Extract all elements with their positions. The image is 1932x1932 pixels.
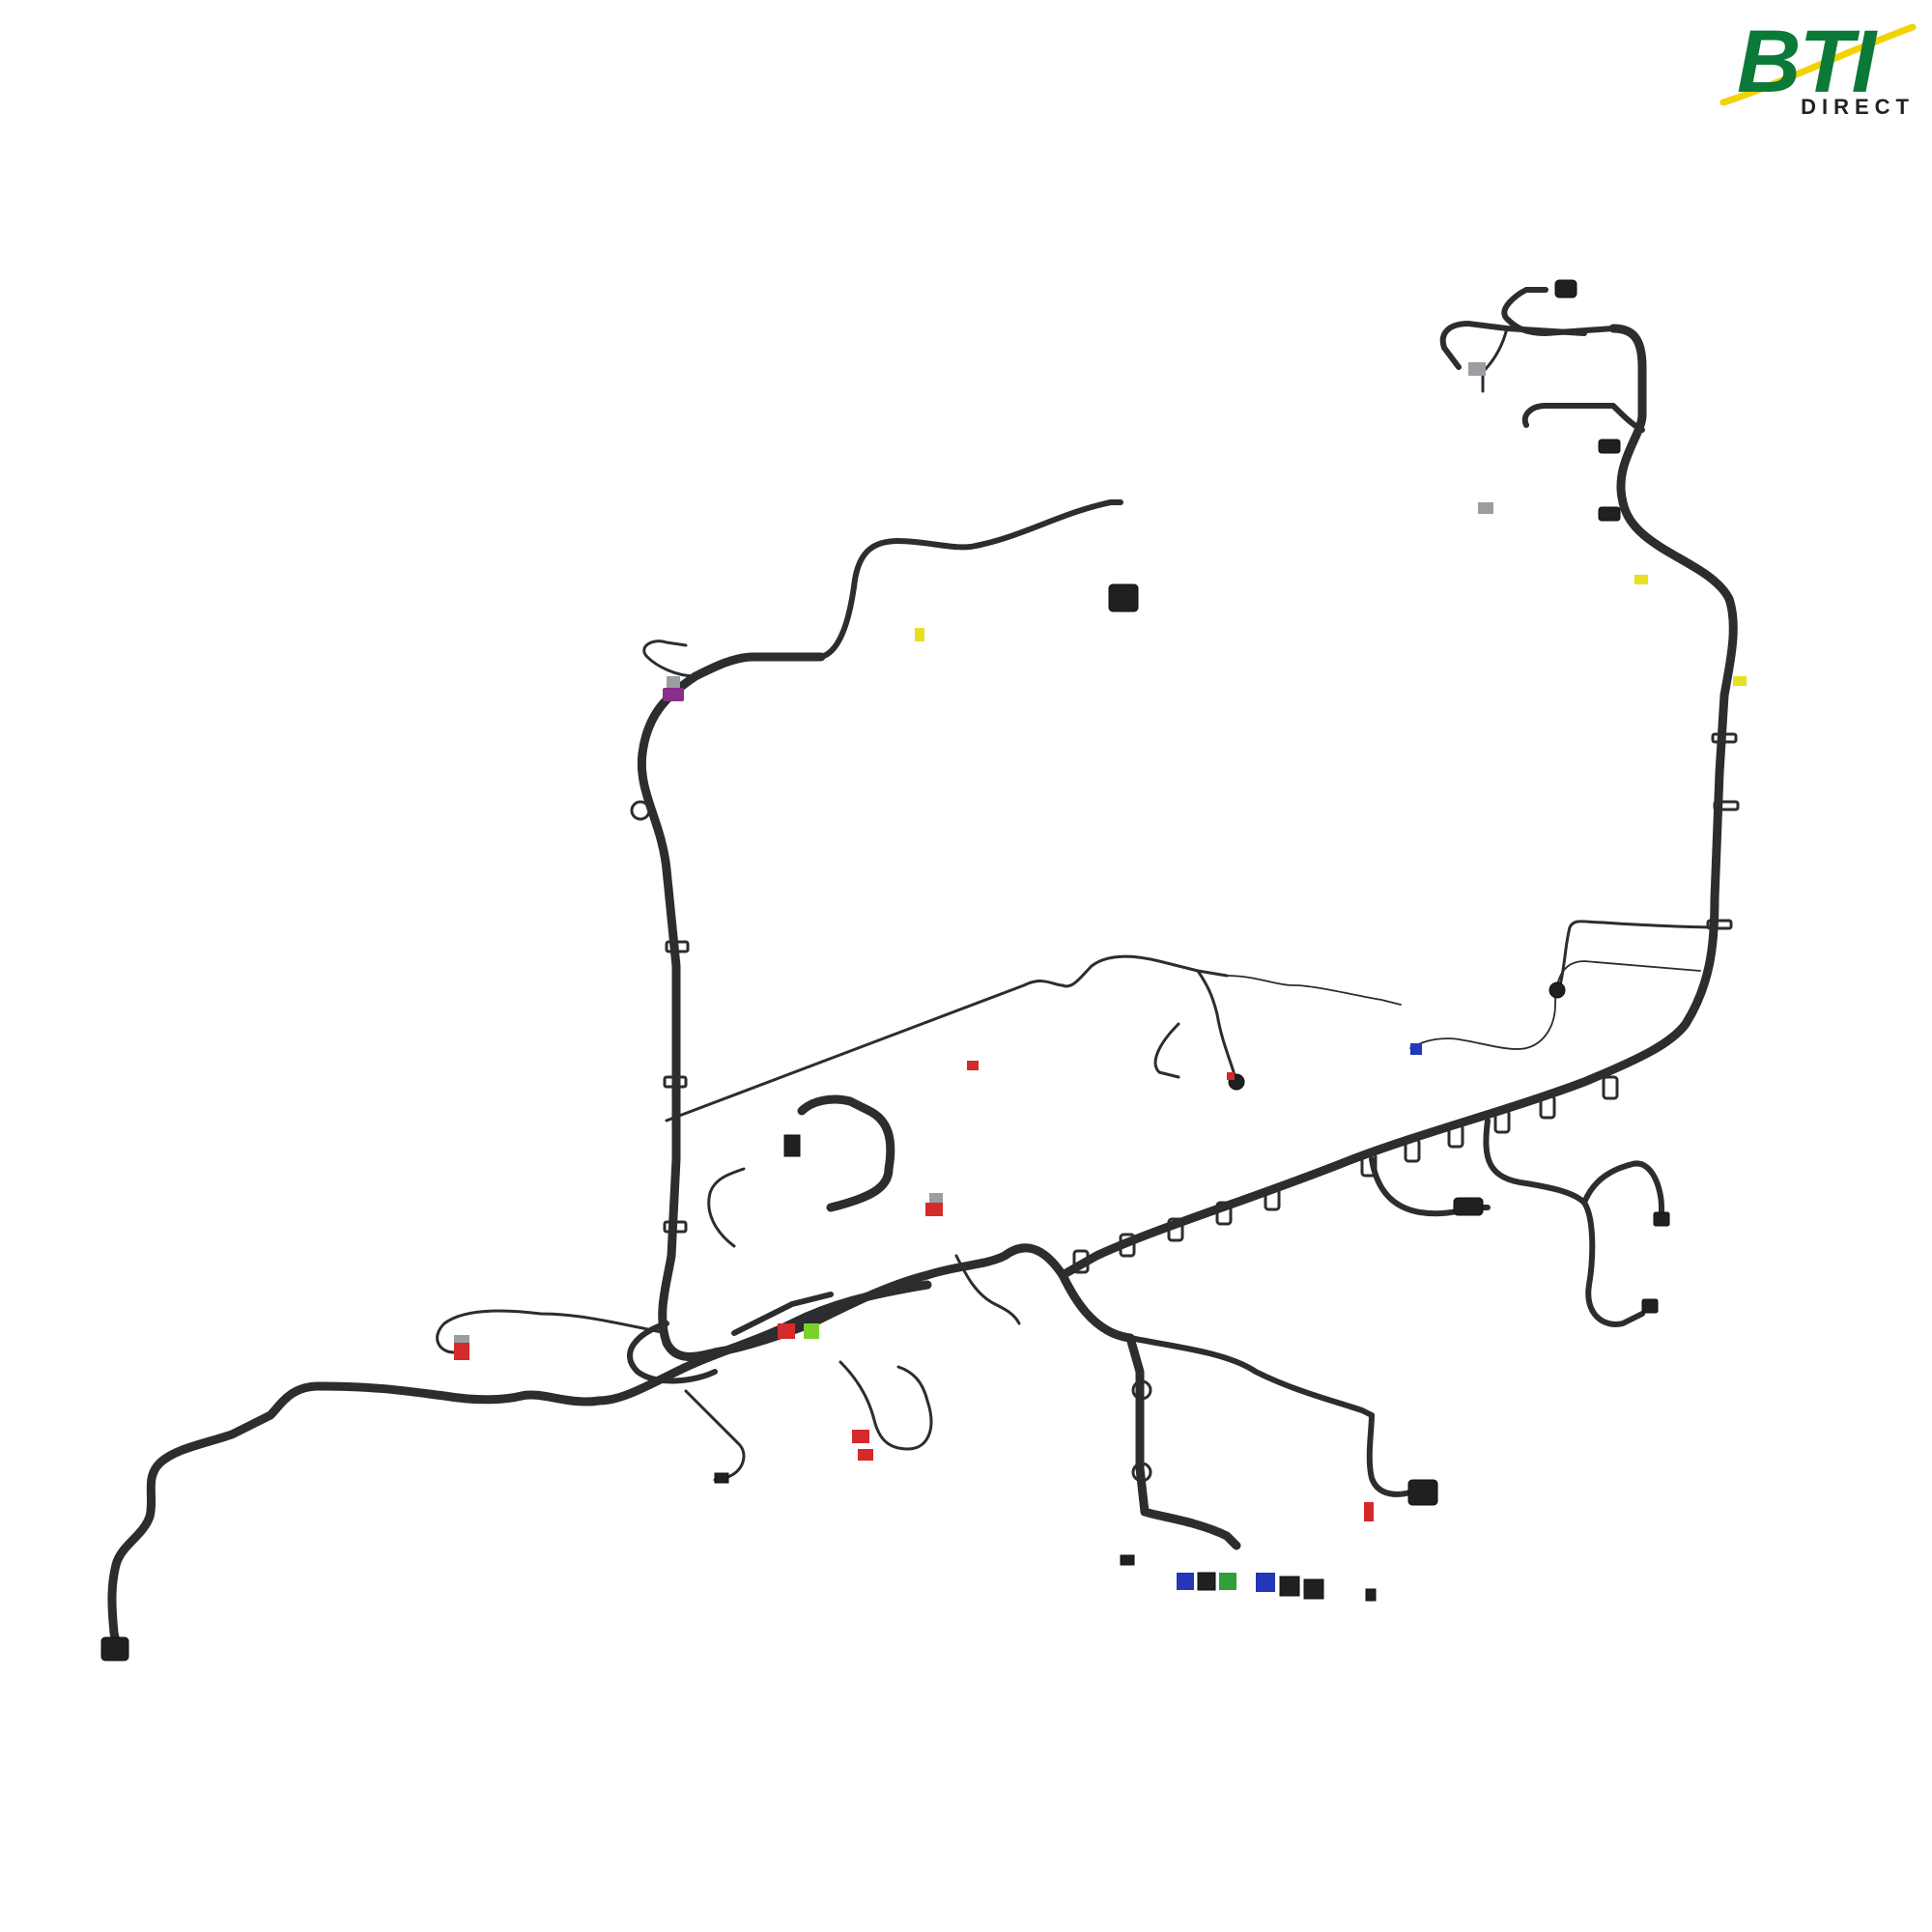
trunk-bottom-long: [107, 1280, 932, 1647]
branch-upper-center-2: [954, 1254, 1021, 1325]
branch-top-right-1: [1521, 403, 1645, 433]
branch-left-cluster-2: [436, 1309, 668, 1354]
branch-lower-right: [1127, 1335, 1413, 1497]
branch-upper-center-1: [707, 1167, 746, 1248]
branch-right-lower-2: [1581, 1160, 1664, 1225]
branch-left-cluster-5: [684, 1389, 746, 1482]
trunk-lower-left: [662, 1243, 1067, 1361]
branch-right-mid: [1558, 920, 1717, 987]
branch-left-cluster-4: [838, 1360, 933, 1451]
trunk-center-thin: [665, 954, 1229, 1122]
trunk-right-vertical: [1608, 324, 1738, 700]
branch-center-thin-2: [1226, 975, 1402, 1006]
branch-upper-left-1: [818, 499, 1123, 660]
branch-left-cluster-1: [627, 1321, 718, 1384]
branch-top-right-3: [1439, 321, 1587, 370]
trunk-lower-center: [1058, 1270, 1241, 1550]
branch-right-lower-1: [1483, 1118, 1645, 1327]
brand-name: BTI: [1737, 13, 1876, 111]
branch-upper-left-2: [642, 639, 697, 678]
logo-swoosh-icon: [1719, 23, 1917, 106]
brand-sub: DIRECT: [1801, 95, 1915, 119]
branch-top-right-4: [1481, 327, 1509, 393]
harness-clips: [630, 732, 1740, 1483]
branch-center-cluster-1: [1196, 969, 1238, 1084]
trunk-main: [1058, 691, 1729, 1280]
trunk-left-up: [637, 652, 826, 1348]
connectors: [100, 279, 1670, 1662]
branch-left-cluster-3: [731, 1292, 834, 1336]
branch-center-cluster-3: [1409, 960, 1701, 1050]
tape-markers: [915, 575, 1747, 686]
trunk-left-vertical: [797, 1094, 895, 1212]
branch-center-cluster-2: [1153, 1022, 1180, 1079]
brand-logo: BTI DIRECT: [1719, 17, 1922, 124]
